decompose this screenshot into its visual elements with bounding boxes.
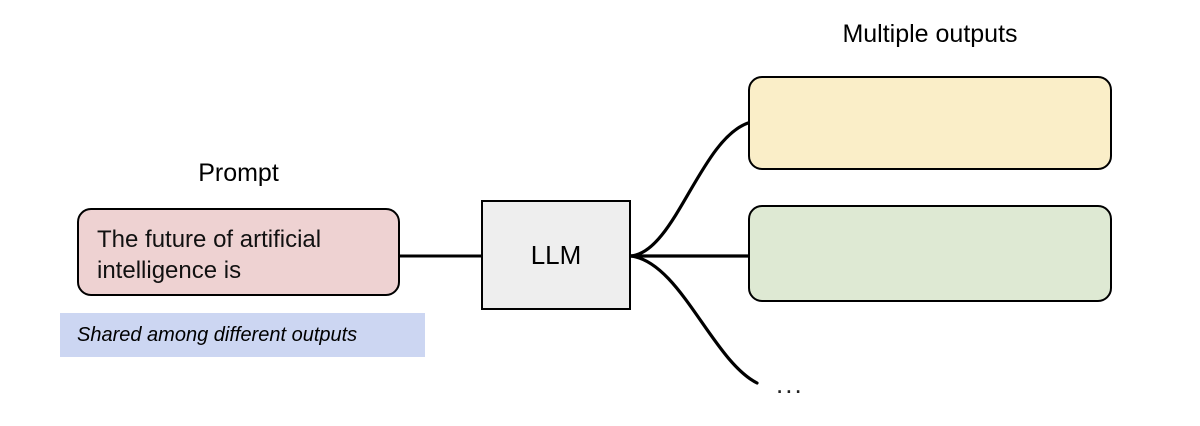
llm-box[interactable]: LLM bbox=[481, 200, 631, 310]
shared-note-text: Shared among different outputs bbox=[77, 324, 358, 346]
prompt-section-label: Prompt bbox=[198, 159, 279, 187]
llm-label: LLM bbox=[530, 240, 582, 270]
ellipsis-more-outputs: ... bbox=[776, 369, 804, 399]
output-box-1[interactable] bbox=[748, 76, 1112, 170]
outputs-section-label: Multiple outputs bbox=[842, 20, 1018, 48]
shared-note-banner: Shared among different outputs bbox=[60, 313, 425, 357]
prompt-text: The future of artificial intelligence is bbox=[97, 226, 322, 284]
connector-llm-to-ellipsis bbox=[629, 254, 759, 385]
prompt-box[interactable]: The future of artificial intelligence is bbox=[77, 208, 400, 296]
connector-llm-to-output-1 bbox=[629, 121, 750, 258]
output-box-2[interactable] bbox=[748, 205, 1112, 302]
